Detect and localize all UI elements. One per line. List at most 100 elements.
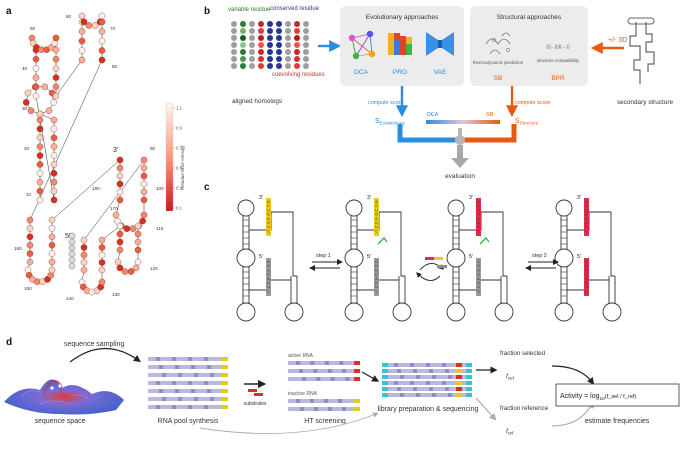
sequence-bar (382, 387, 472, 391)
to-fref-arrow (475, 397, 497, 421)
sequence-variant (416, 393, 420, 397)
nucleotide-letter: U (477, 208, 480, 212)
nucleotide-letter: C (585, 229, 588, 233)
nucleotide (24, 89, 32, 97)
sequence-tag (354, 399, 360, 403)
residue-number: 140 (66, 296, 74, 301)
sequence-variant (194, 373, 198, 377)
msa-cell (303, 21, 309, 27)
msa-cell (240, 49, 246, 55)
sequence-variant (210, 373, 214, 377)
three-prime: 3' (577, 195, 581, 201)
ribozyme-loop (494, 302, 514, 322)
nucleotide-letter: G (375, 281, 378, 285)
sequence-variant (324, 399, 328, 403)
nucleotide (36, 196, 44, 204)
sequence-variant (442, 363, 446, 367)
five-prime: 5' (367, 254, 371, 260)
sequence-variant (310, 399, 314, 403)
sequence-variant (400, 375, 404, 379)
msa-cell (267, 56, 273, 62)
nucleotide (50, 134, 58, 142)
sequence-variant (178, 373, 182, 377)
nucleotide-letter: G (477, 281, 480, 285)
ht-screening-label: HT screening (304, 418, 346, 425)
sequence-variant (310, 361, 315, 365)
sequence-space-label: sequence space (35, 418, 86, 425)
nucleotide (80, 259, 88, 266)
nucleotide (50, 143, 58, 150)
sequence-variant (175, 389, 179, 393)
ribozyme-loop (284, 302, 304, 322)
nucleotide (48, 266, 56, 274)
sampling-arrow (69, 347, 141, 363)
sequence-variant (394, 381, 398, 385)
nucleotide (32, 83, 40, 91)
sequence-variant (191, 365, 195, 369)
nucleotide-grey (68, 262, 76, 270)
sequence-variant (328, 407, 332, 411)
sequence-variant (314, 407, 318, 411)
five-prime: 5' (469, 254, 473, 260)
msa-cell (240, 42, 246, 48)
residue-number: 90 (150, 146, 156, 151)
sequence-variant (445, 387, 449, 391)
msa-cell (303, 56, 309, 62)
nucleotide (50, 125, 58, 133)
sequence-tag (222, 365, 228, 369)
msa-cell (267, 35, 273, 41)
nucleotide (50, 196, 58, 204)
nucleotide-letter: U (267, 264, 270, 268)
secondary-structure-label: secondary structure (617, 99, 674, 106)
gradient-left-label: DCA (427, 112, 439, 118)
residue-number: 70 (110, 26, 116, 31)
sequence-variant (156, 405, 160, 409)
nucleotide-letter: U (267, 273, 270, 277)
msa-cell (276, 28, 282, 34)
sequence-tag (222, 373, 228, 377)
nucleotide (140, 196, 148, 204)
nucleotide-letter: G (375, 268, 378, 272)
evolutionary-title: Evolutionary approaches (366, 14, 439, 21)
msa-cell (267, 21, 273, 27)
nucleotide (80, 244, 88, 251)
sequence-variant (400, 393, 404, 397)
ribozyme-backbone (357, 211, 405, 291)
msa-cell (303, 42, 309, 48)
nucleotide-letter: U (585, 208, 588, 212)
nucleotide-letter: A (477, 277, 480, 281)
ribozyme-loop (447, 199, 465, 217)
method-label: PRO (393, 69, 407, 76)
step2-label: step 2 (532, 253, 547, 259)
adapter-tag (466, 381, 472, 385)
nucleotide-letter: U (375, 208, 378, 212)
nucleotide (26, 216, 34, 224)
nucleotide (98, 12, 106, 20)
nucleotide (80, 251, 88, 259)
method-label: VAE (434, 69, 447, 76)
sequence-variant (432, 393, 436, 397)
nucleotide (140, 188, 148, 196)
sequence-tag (456, 393, 462, 397)
sb-caption: thermodynamic prediction (473, 60, 524, 65)
sequence-variant (194, 397, 198, 401)
gradient-right-label: SB (486, 112, 494, 118)
sequence-variant (316, 377, 321, 381)
nucleotide-letter: G (375, 221, 378, 225)
nucleotide (48, 233, 56, 241)
sequence-tag (354, 407, 360, 411)
nucleotide-letter: C (375, 229, 378, 233)
nucleotide (116, 164, 124, 172)
compute-score-right: compute score (515, 100, 550, 106)
nucleotide (140, 211, 148, 219)
sequence-variant (172, 357, 176, 361)
ribozyme-loop (554, 248, 574, 268)
nucleotide (139, 217, 146, 225)
ribozyme-loop (555, 199, 573, 217)
nucleotide-letter: U (375, 225, 378, 229)
ribozyme-loop (392, 302, 412, 322)
coevolving-residues-label: coevolving residues (272, 72, 325, 78)
substrate-strand (584, 198, 589, 236)
